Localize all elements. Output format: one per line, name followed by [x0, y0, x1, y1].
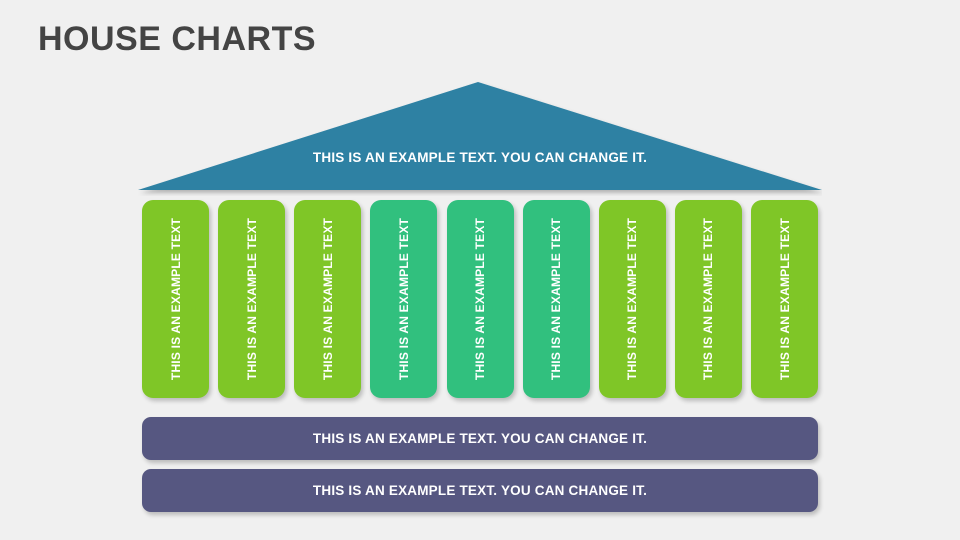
pillar-label: THIS IS AN EXAMPLE TEXT — [244, 217, 259, 381]
pillar-7[interactable]: THIS IS AN EXAMPLE TEXT — [598, 200, 666, 398]
house-pillars: THIS IS AN EXAMPLE TEXT THIS IS AN EXAMP… — [142, 200, 818, 398]
pillar-label: THIS IS AN EXAMPLE TEXT — [473, 217, 487, 381]
foundation-bar-2[interactable]: THIS IS AN EXAMPLE TEXT. YOU CAN CHANGE … — [142, 469, 818, 512]
roof-triangle-icon — [138, 82, 822, 190]
pillar-label: THIS IS AN EXAMPLE TEXT — [701, 217, 716, 381]
pillar-8[interactable]: THIS IS AN EXAMPLE TEXT — [674, 200, 742, 398]
pillar-label: THIS IS AN EXAMPLE TEXT — [625, 217, 640, 381]
house-roof[interactable]: THIS IS AN EXAMPLE TEXT. YOU CAN CHANGE … — [138, 78, 822, 196]
pillar-1[interactable]: THIS IS AN EXAMPLE TEXT — [142, 200, 209, 398]
foundation-bar-label: THIS IS AN EXAMPLE TEXT. YOU CAN CHANGE … — [312, 483, 648, 498]
pillar-label: THIS IS AN EXAMPLE TEXT — [549, 217, 564, 381]
pillar-6[interactable]: THIS IS AN EXAMPLE TEXT — [522, 200, 590, 398]
pillar-5[interactable]: THIS IS AN EXAMPLE TEXT — [446, 200, 514, 398]
roof-label: THIS IS AN EXAMPLE TEXT. YOU CAN CHANGE … — [312, 150, 648, 165]
page-title: HOUSE CHARTS — [38, 20, 317, 58]
pillar-label: THIS IS AN EXAMPLE TEXT — [320, 217, 335, 381]
pillar-4[interactable]: THIS IS AN EXAMPLE TEXT — [370, 200, 438, 398]
foundation-bar-label: THIS IS AN EXAMPLE TEXT. YOU CAN CHANGE … — [312, 431, 648, 446]
pillar-2[interactable]: THIS IS AN EXAMPLE TEXT — [218, 200, 286, 398]
pillar-label: THIS IS AN EXAMPLE TEXT — [396, 217, 411, 381]
pillar-label: THIS IS AN EXAMPLE TEXT — [777, 217, 792, 381]
pillar-label: THIS IS AN EXAMPLE TEXT — [168, 217, 183, 381]
pillar-3[interactable]: THIS IS AN EXAMPLE TEXT — [294, 200, 362, 398]
pillar-9[interactable]: THIS IS AN EXAMPLE TEXT — [751, 200, 818, 398]
foundation-bar-1[interactable]: THIS IS AN EXAMPLE TEXT. YOU CAN CHANGE … — [142, 417, 818, 460]
